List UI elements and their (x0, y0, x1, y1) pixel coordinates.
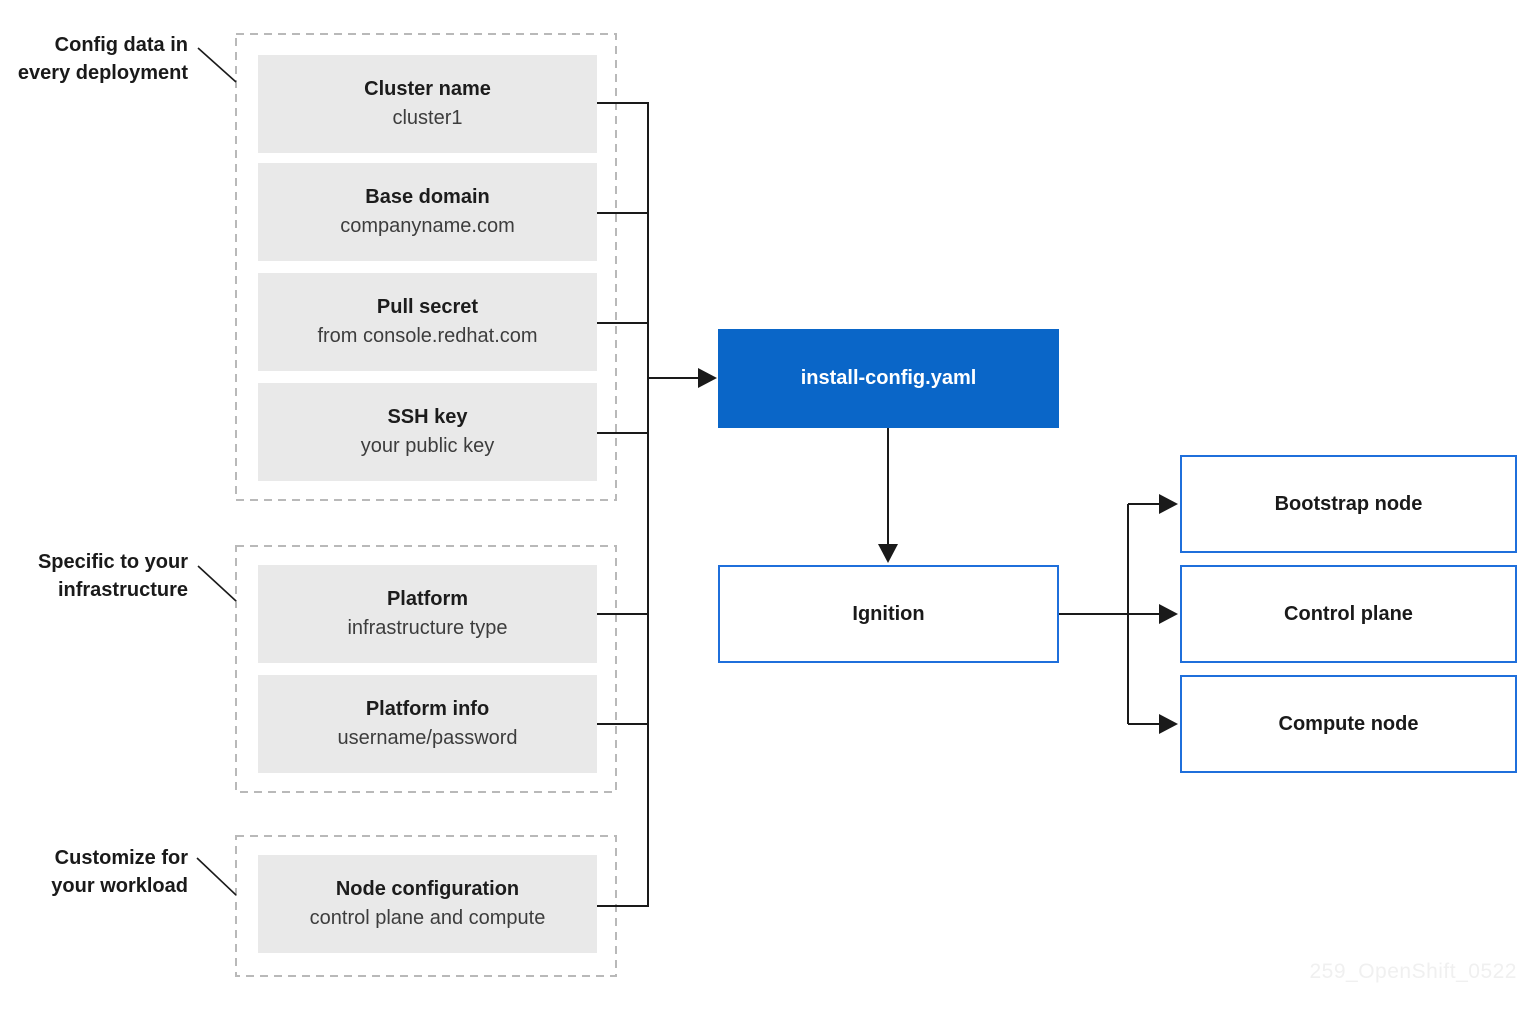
node-cluster-name: Cluster name cluster1 (258, 55, 597, 153)
node-pull-secret: Pull secret from console.redhat.com (258, 273, 597, 371)
node-title: Node configuration (335, 878, 520, 900)
node-ignition: Ignition (718, 565, 1059, 663)
label-tick-infrastructure (197, 565, 237, 602)
node-compute-node: Compute node (1180, 675, 1517, 773)
group-label-line: Customize for (54, 847, 188, 869)
group-box-infrastructure (235, 545, 617, 793)
node-label: Bootstrap node (1274, 492, 1423, 515)
group-label-line: Specific to your (37, 551, 188, 573)
node-platform-info: Platform info username/password (258, 675, 597, 773)
node-subtitle: username/password (337, 727, 518, 749)
node-subtitle: infrastructure type (347, 617, 508, 639)
label-tick-config-data (197, 47, 237, 83)
node-subtitle: companyname.com (340, 215, 515, 237)
node-subtitle: control plane and compute (309, 907, 546, 929)
group-label-line: every deployment (17, 62, 188, 84)
node-label: Ignition (852, 602, 925, 625)
node-bootstrap-node: Bootstrap node (1180, 455, 1517, 553)
arrowhead-bootstrap (1159, 494, 1178, 514)
arrowhead-control-plane (1159, 604, 1178, 624)
node-base-domain: Base domain companyname.com (258, 163, 597, 261)
group-label-workload: Customize for your workload (0, 844, 188, 900)
node-label: Compute node (1278, 712, 1419, 735)
node-label: Control plane (1284, 602, 1413, 625)
node-install-config-yaml: install-config.yaml (718, 329, 1059, 428)
group-label-infrastructure: Specific to your infrastructure (0, 548, 188, 604)
node-subtitle: cluster1 (392, 107, 463, 129)
group-label-line: your workload (51, 875, 188, 897)
node-node-configuration: Node configuration control plane and com… (258, 855, 597, 953)
node-ssh-key: SSH key your public key (258, 383, 597, 481)
node-label: install-config.yaml (800, 367, 977, 389)
node-title: Platform (386, 588, 469, 610)
arrowhead-ignition (878, 544, 898, 563)
node-title: Pull secret (376, 296, 479, 318)
arrowhead-install-config (698, 368, 717, 388)
node-subtitle: from console.redhat.com (317, 325, 538, 347)
node-title: SSH key (387, 406, 468, 428)
group-box-config-data (235, 33, 617, 501)
node-title: Platform info (365, 698, 490, 720)
group-label-config-data: Config data in every deployment (0, 31, 188, 87)
watermark-text: 259_OpenShift_0522 (1309, 960, 1517, 983)
arrowhead-compute (1159, 714, 1178, 734)
trunk-line (597, 102, 649, 907)
node-control-plane: Control plane (1180, 565, 1517, 663)
node-title: Cluster name (364, 78, 491, 100)
node-platform: Platform infrastructure type (258, 565, 597, 663)
node-subtitle: your public key (360, 435, 495, 457)
group-label-line: infrastructure (57, 579, 188, 601)
node-title: Base domain (365, 186, 490, 208)
group-label-line: Config data in (54, 34, 188, 56)
label-tick-workload (196, 857, 237, 896)
